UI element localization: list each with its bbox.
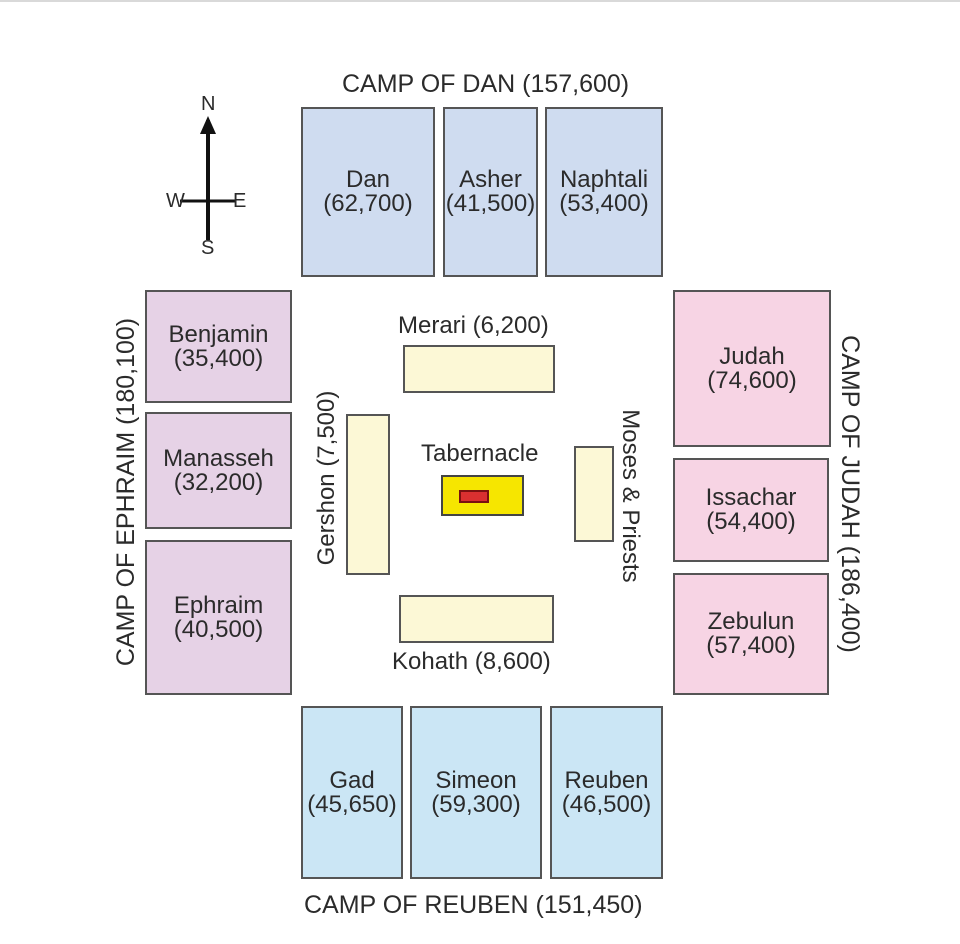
tribe-gad-name: Gad [329,766,375,794]
tribe-asher-name: Asher [459,166,522,193]
gershon-label: Gershon (7,500) [313,390,340,566]
moses-priests-box [574,446,614,542]
tabernacle-label: Tabernacle [421,440,539,467]
tribe-ephraim-name: Ephraim [173,591,264,619]
gershon-box [346,414,390,575]
tribe-zebulun-box: Zebulun (57,400) [673,573,829,695]
compass-west-label: W [166,190,185,212]
tabernacle-box [441,475,524,516]
kohath-box [399,595,554,643]
top-divider [0,0,960,2]
tribe-manasseh-name: Manasseh [163,444,274,472]
tribe-manasseh-box: Manasseh (32,200) [145,412,292,529]
compass-east-label: E [233,190,247,212]
tribe-naphtali-count: (53,400) [559,190,649,217]
merari-label: Merari (6,200) [398,312,549,339]
tribe-ephraim-box: Ephraim (40,500) [145,540,292,695]
tribe-asher-count: (41,500) [445,190,536,217]
camp-of-dan-label: CAMP OF DAN (157,600) [342,70,630,98]
tribe-simeon-name: Simeon [435,766,517,794]
tribe-naphtali-box: Naphtali (53,400) [545,107,663,277]
tribe-benjamin-count: (35,400) [173,344,264,372]
tribe-benjamin-box: Benjamin (35,400) [145,290,292,403]
holy-of-holies-box [459,490,489,503]
tribe-dan-box: Dan (62,700) [301,107,435,277]
tribe-reuben-count: (46,500) [561,790,652,818]
tribe-issachar-box: Issachar (54,400) [673,458,829,562]
tribe-judah-count: (74,600) [707,366,797,394]
tribe-zebulun-count: (57,400) [706,632,796,659]
kohath-label: Kohath (8,600) [392,648,551,675]
tribe-issachar-name: Issachar [705,484,797,511]
tribe-gad-box: Gad (45,650) [301,706,403,879]
camp-of-reuben-label: CAMP OF REUBEN (151,450) [304,891,643,919]
tribe-naphtali-name: Naphtali [559,166,649,193]
tribe-zebulun-name: Zebulun [707,608,795,635]
compass-arrow-icon [180,116,236,240]
compass-north-label: N [201,93,216,115]
tribe-judah-box: Judah (74,600) [673,290,831,447]
tribe-gad-count: (45,650) [307,790,397,818]
tribe-simeon-count: (59,300) [431,790,521,818]
tribe-dan-count: (62,700) [323,190,413,217]
tribe-judah-name: Judah [719,342,785,370]
tribe-reuben-name: Reuben [564,766,649,794]
camp-of-judah-label: CAMP OF JUDAH (186,400) [836,335,864,653]
tribe-reuben-box: Reuben (46,500) [550,706,663,879]
moses-priests-label: Moses & Priests [617,409,644,583]
tribe-issachar-count: (54,400) [706,508,796,535]
merari-box [403,345,555,393]
camp-of-ephraim-label: CAMP OF EPHRAIM (180,100) [112,317,140,667]
tribe-simeon-box: Simeon (59,300) [410,706,542,879]
tribe-dan-name: Dan [345,166,391,193]
compass-rose: N S W E [160,90,260,260]
compass-south-label: S [201,237,215,259]
tribe-asher-box: Asher (41,500) [443,107,538,277]
tribe-manasseh-count: (32,200) [173,468,264,496]
tribe-benjamin-name: Benjamin [168,320,269,348]
tribe-ephraim-count: (40,500) [173,615,264,643]
